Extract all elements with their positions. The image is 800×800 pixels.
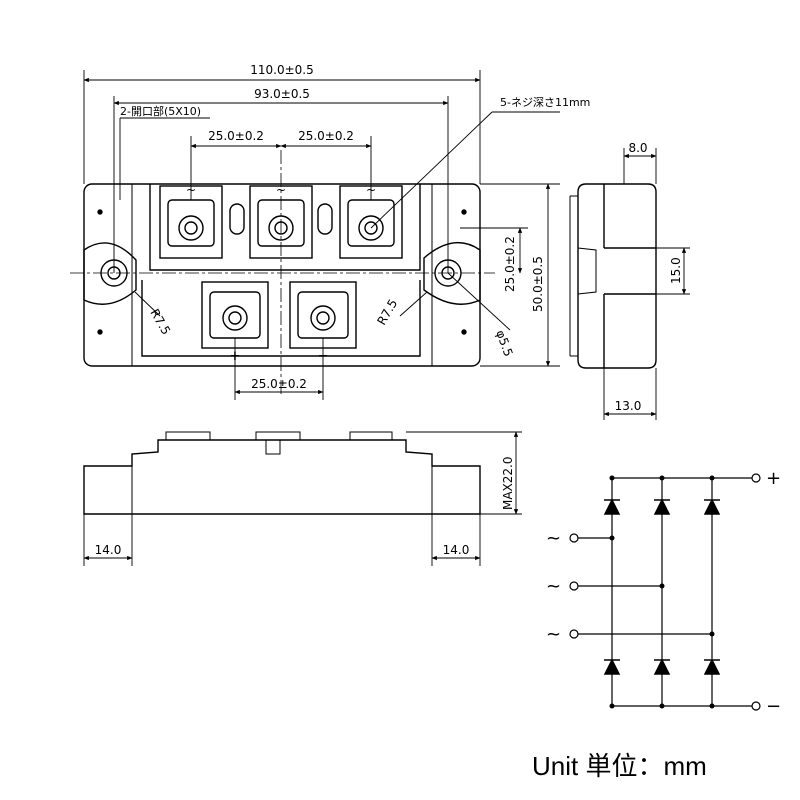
dim-side-top-width: 8.0 [628, 141, 647, 155]
ac-terminal-label-1: ~ [546, 528, 561, 549]
dim-right-flange: 14.0 [443, 543, 470, 557]
side-view-dimensions [603, 148, 690, 420]
top-view-labels: 110.0±0.5 93.0±0.5 2-開口部(5X10) 5-ネジ深さ11m… [120, 63, 590, 391]
dim-overall-height: 50.0±0.5 [531, 256, 545, 312]
terminal-mark-1: ~ [186, 183, 196, 197]
dim-max-height: MAX22.0 [501, 456, 515, 510]
diode-lower-2 [653, 658, 671, 675]
mount-lug-right [423, 241, 481, 305]
slot-opening-right [317, 203, 333, 235]
terminal-screw-5 [297, 291, 349, 339]
diode-upper-3 [703, 498, 721, 515]
dim-hole-spacing: 93.0±0.5 [254, 87, 310, 101]
slot-opening-left [229, 203, 245, 235]
diode-lower-1 [603, 658, 621, 675]
lower-terminal-housing [141, 280, 421, 357]
dim-pitch-top-right: 25.0±0.2 [298, 129, 354, 143]
terminal-mark-2: ~ [276, 183, 286, 197]
upper-terminal-housing [149, 184, 421, 271]
terminal-screw-4 [209, 291, 261, 339]
dc-plus-label: + [766, 468, 781, 489]
top-view-dimensions [83, 70, 560, 400]
diode-lower-3 [703, 658, 721, 675]
hole-diameter: φ5.5 [493, 328, 515, 358]
diode-upper-2 [653, 498, 671, 515]
bridge-diodes [603, 498, 721, 675]
radius-right: R7.5 [374, 297, 400, 328]
dim-overall-width: 110.0±0.5 [250, 63, 314, 77]
bridge-junction-dots [609, 475, 715, 709]
dim-pitch-top-left: 25.0±0.2 [208, 129, 264, 143]
side-view [569, 183, 657, 369]
terminal-screw-1 [167, 199, 215, 247]
dc-minus-label: − [766, 696, 781, 717]
terminal-mark-minus: − [318, 349, 329, 364]
terminal-mark-3: ~ [366, 183, 376, 197]
dim-side-depth: 13.0 [615, 399, 642, 413]
dim-pitch-bottom: 25.0±0.2 [251, 377, 307, 391]
terminal-mark-plus: + [230, 349, 241, 364]
terminal-screw-3 [347, 199, 395, 247]
mount-lug-left [83, 242, 137, 305]
diode-upper-1 [603, 498, 621, 515]
dim-vertical-offset: 25.0±0.2 [503, 236, 517, 292]
slot-note: 2-開口部(5X10) [120, 104, 201, 118]
front-view-dimensions [83, 431, 522, 566]
dim-left-flange: 14.0 [95, 543, 122, 557]
unit-label: Unit 単位：mm [532, 751, 707, 781]
front-view [83, 431, 481, 515]
screw-note: 5-ネジ深さ11mm [500, 96, 590, 109]
dim-side-gap: 15.0 [669, 257, 683, 284]
radius-left: R7.5 [147, 307, 173, 338]
ac-terminal-label-3: ~ [546, 624, 561, 645]
ac-terminal-label-2: ~ [546, 576, 561, 597]
